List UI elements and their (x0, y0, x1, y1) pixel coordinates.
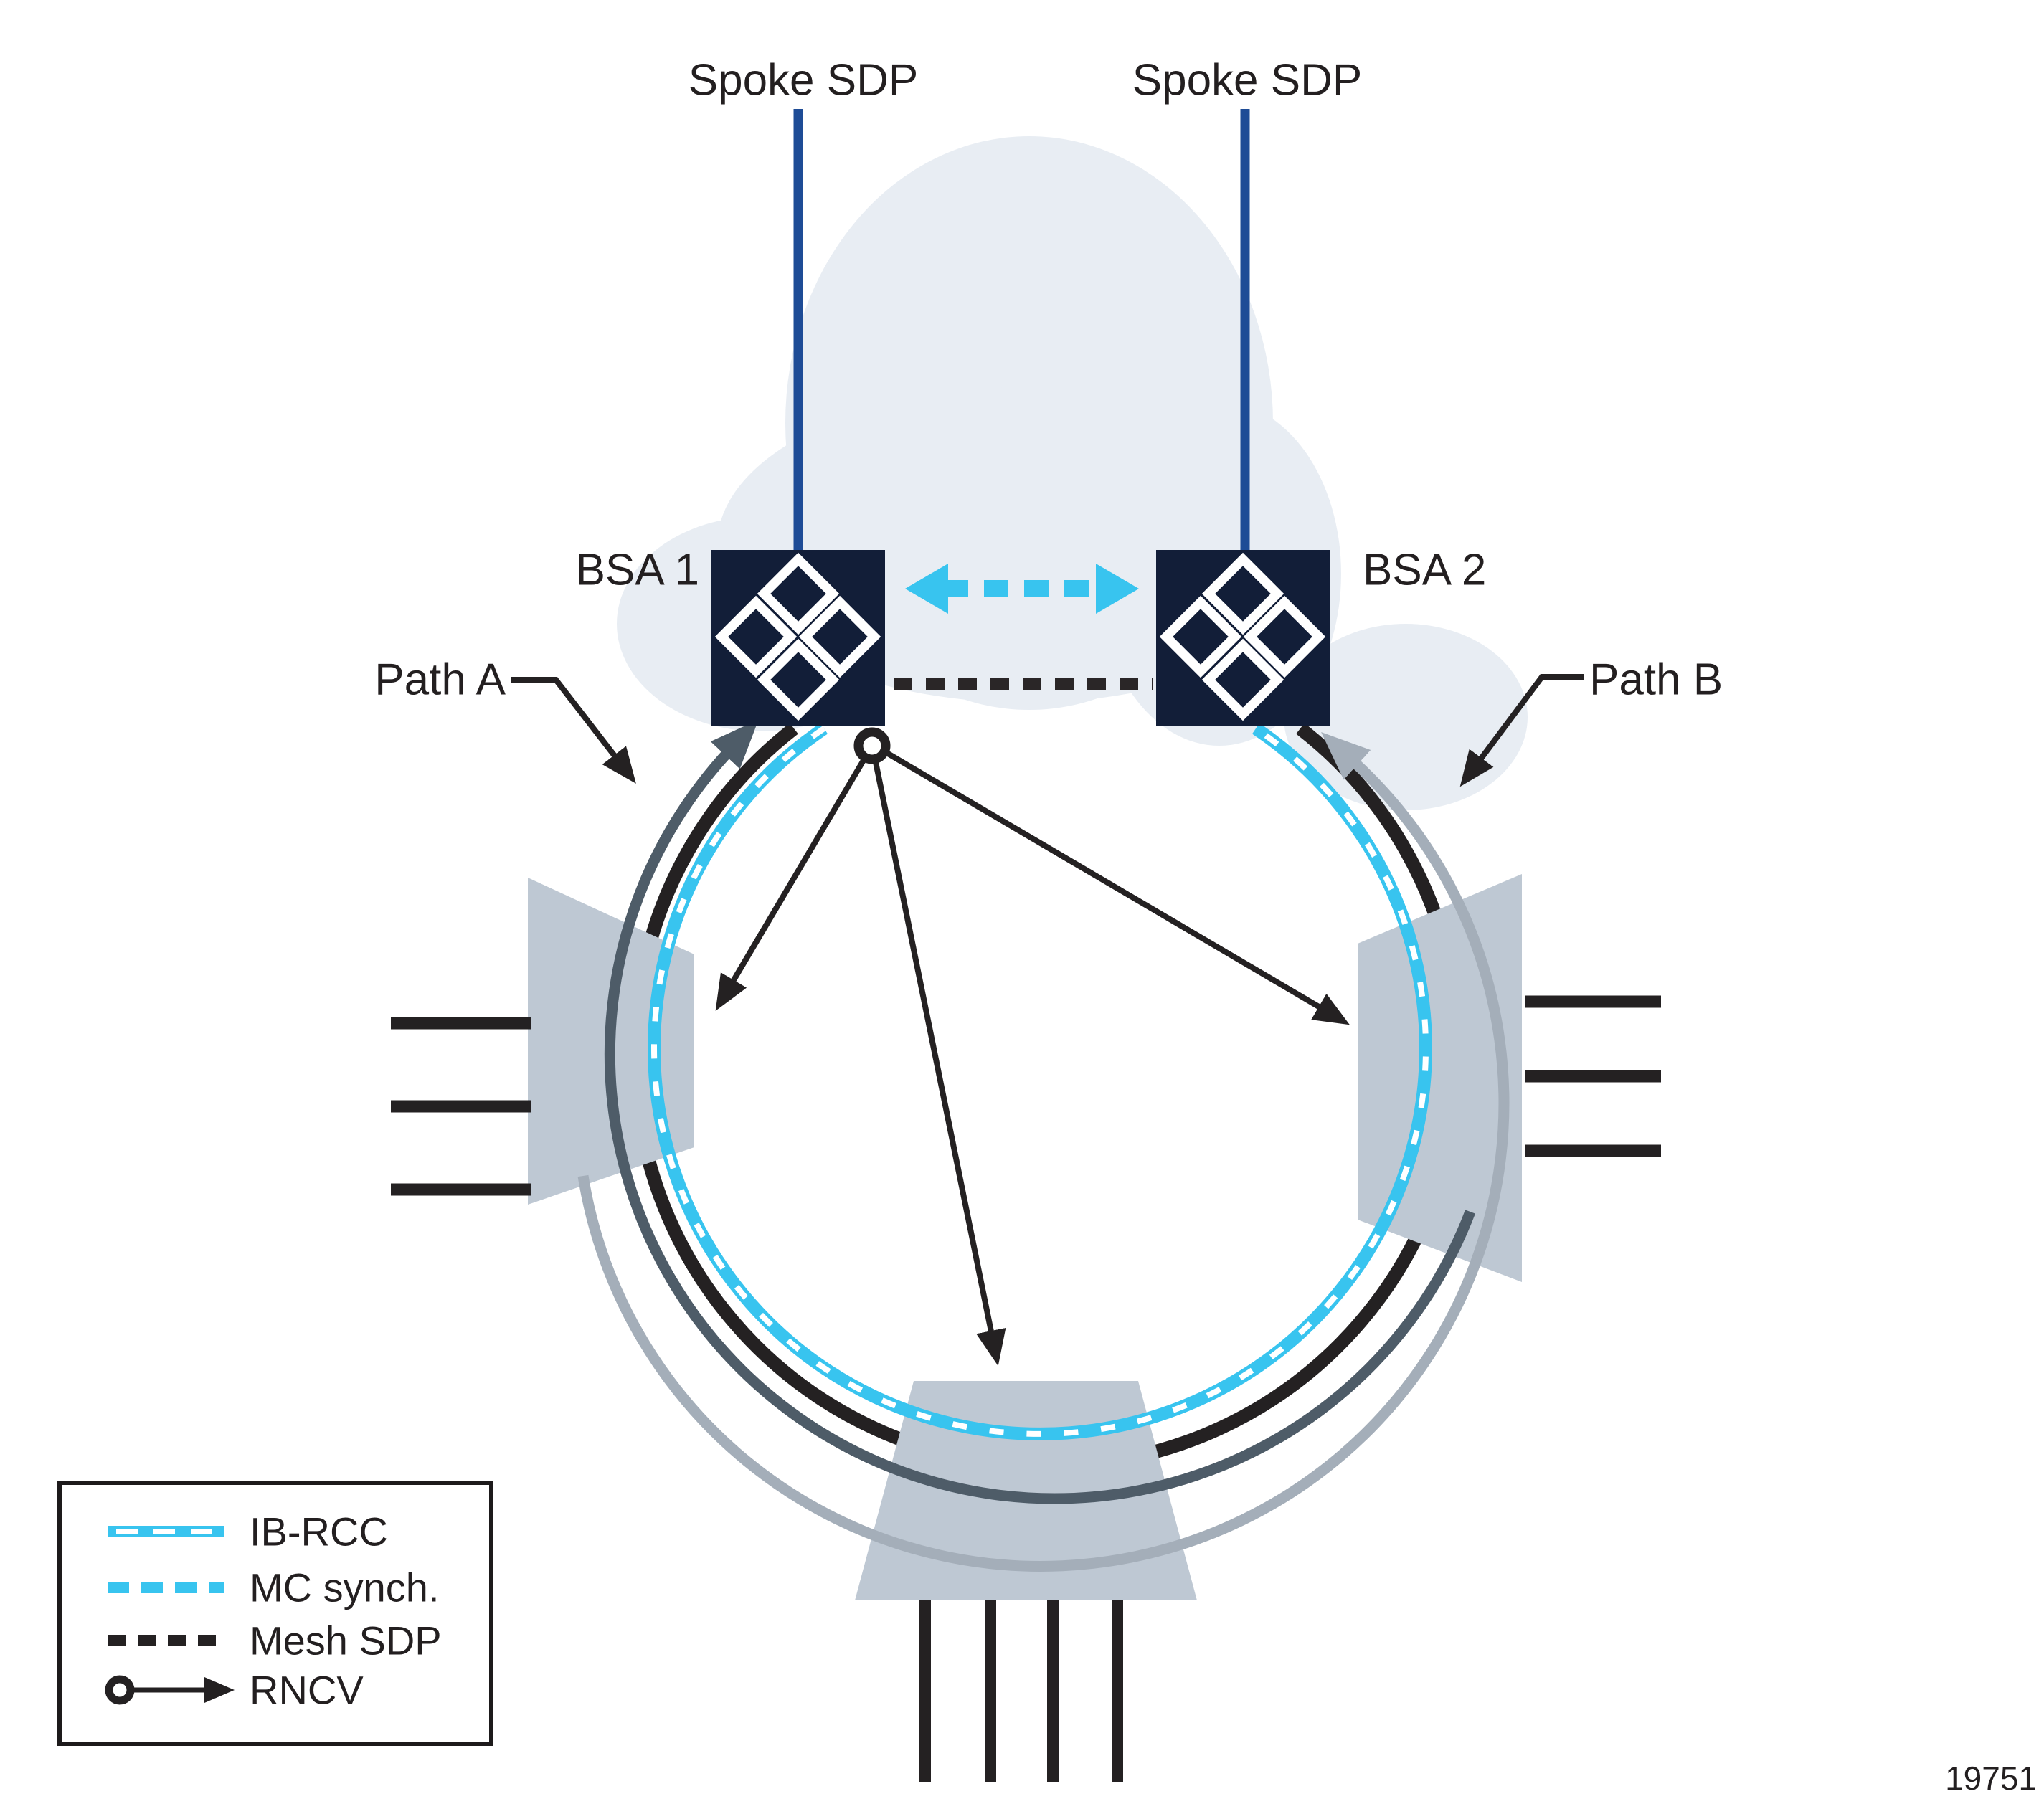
access-node-bottom (855, 1381, 1197, 1782)
legend-label-mesh-sdp: Mesh SDP (250, 1618, 442, 1663)
ring-fiber-black (628, 723, 1467, 1473)
figure-number: 19751 (1945, 1760, 2037, 1797)
access-links-bottom (919, 1600, 1123, 1782)
path-b-leader-arrow (1459, 674, 1584, 787)
router-icon (714, 552, 881, 721)
router-icon (1159, 552, 1326, 721)
legend-label-ib-rcc: IB-RCC (250, 1509, 388, 1554)
bsa1-node (711, 550, 885, 726)
bsa1-box (711, 550, 885, 726)
rncv-arrows (715, 749, 1350, 1367)
path-a-label: Path A (374, 655, 506, 705)
path-a-leader-arrow (511, 677, 636, 784)
legend-label-mc-synch: MC synch. (250, 1565, 440, 1610)
path-b-arc (577, 731, 1510, 1572)
ib-rcc-ring (648, 723, 1432, 1440)
trapezoid-bottom (855, 1381, 1197, 1600)
rncv-origin-circle (853, 727, 891, 764)
path-b-label: Path B (1589, 655, 1723, 705)
access-links-right (1525, 995, 1661, 1157)
spoke-sdp-label-left: Spoke SDP (689, 56, 919, 105)
legend-sample-rncv (105, 1675, 235, 1705)
bsa2-node (1156, 550, 1330, 726)
bsa2-label: BSA 2 (1363, 546, 1486, 595)
bsa1-label: BSA 1 (576, 546, 699, 595)
access-links-left (391, 1017, 531, 1196)
legend: IB-RCC MC synch. Mesh SDP RNCV (57, 1481, 493, 1746)
path-a-arc (604, 719, 1476, 1504)
mc-synch-arrow (905, 564, 1139, 614)
spoke-sdp-label-right: Spoke SDP (1132, 56, 1363, 105)
bsa2-box (1156, 550, 1330, 726)
legend-label-rncv: RNCV (250, 1668, 364, 1713)
